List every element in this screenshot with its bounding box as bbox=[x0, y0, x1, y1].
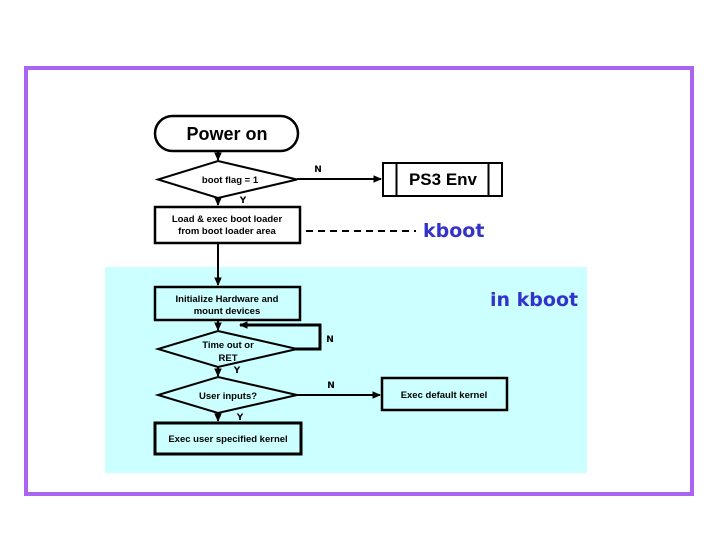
kboot-label: kboot bbox=[423, 220, 484, 242]
branch-label-userinputs-n: N bbox=[327, 381, 335, 391]
node-exec-default-kernel bbox=[380, 376, 509, 412]
boot-flag-label: boot flag = 1 bbox=[202, 175, 259, 186]
timeout-line2: RET bbox=[219, 353, 238, 364]
node-load-boot-loader bbox=[153, 205, 302, 245]
node-power-on bbox=[153, 114, 300, 153]
node-init-hardware bbox=[153, 285, 302, 322]
branch-label-timeout-y: Y bbox=[233, 366, 241, 376]
init-hardware-line2: mount devices bbox=[194, 306, 261, 317]
timeout-line1: Time out or bbox=[202, 340, 254, 351]
arrow-timeout-loopback bbox=[239, 321, 322, 351]
exec-user-kernel-label: Exec user specified kernel bbox=[168, 434, 287, 445]
branch-label-timeout-n: N bbox=[326, 335, 334, 345]
kboot-region bbox=[105, 267, 587, 473]
load-boot-loader-line2: from boot loader area bbox=[178, 226, 276, 237]
node-boot-flag-decision bbox=[154, 159, 298, 200]
node-timeout-decision bbox=[154, 329, 298, 369]
init-hardware-line1: Initialize Hardware and bbox=[176, 294, 279, 305]
exec-default-kernel-label: Exec default kernel bbox=[401, 390, 488, 401]
page-border bbox=[24, 66, 694, 496]
branch-label-bootflag-n: N bbox=[314, 165, 322, 175]
branch-label-userinputs-y: Y bbox=[236, 413, 244, 423]
in-kboot-label: in kboot bbox=[490, 289, 578, 311]
node-exec-user-kernel bbox=[153, 421, 303, 456]
power-on-label: Power on bbox=[186, 124, 267, 144]
branch-label-bootflag-y: Y bbox=[239, 196, 247, 206]
node-ps3-env bbox=[382, 162, 503, 197]
node-user-inputs-decision bbox=[154, 375, 298, 415]
load-boot-loader-line1: Load & exec boot loader bbox=[172, 214, 283, 225]
user-inputs-label: User inputs? bbox=[199, 391, 257, 402]
ps3-env-label: PS3 Env bbox=[409, 170, 478, 189]
